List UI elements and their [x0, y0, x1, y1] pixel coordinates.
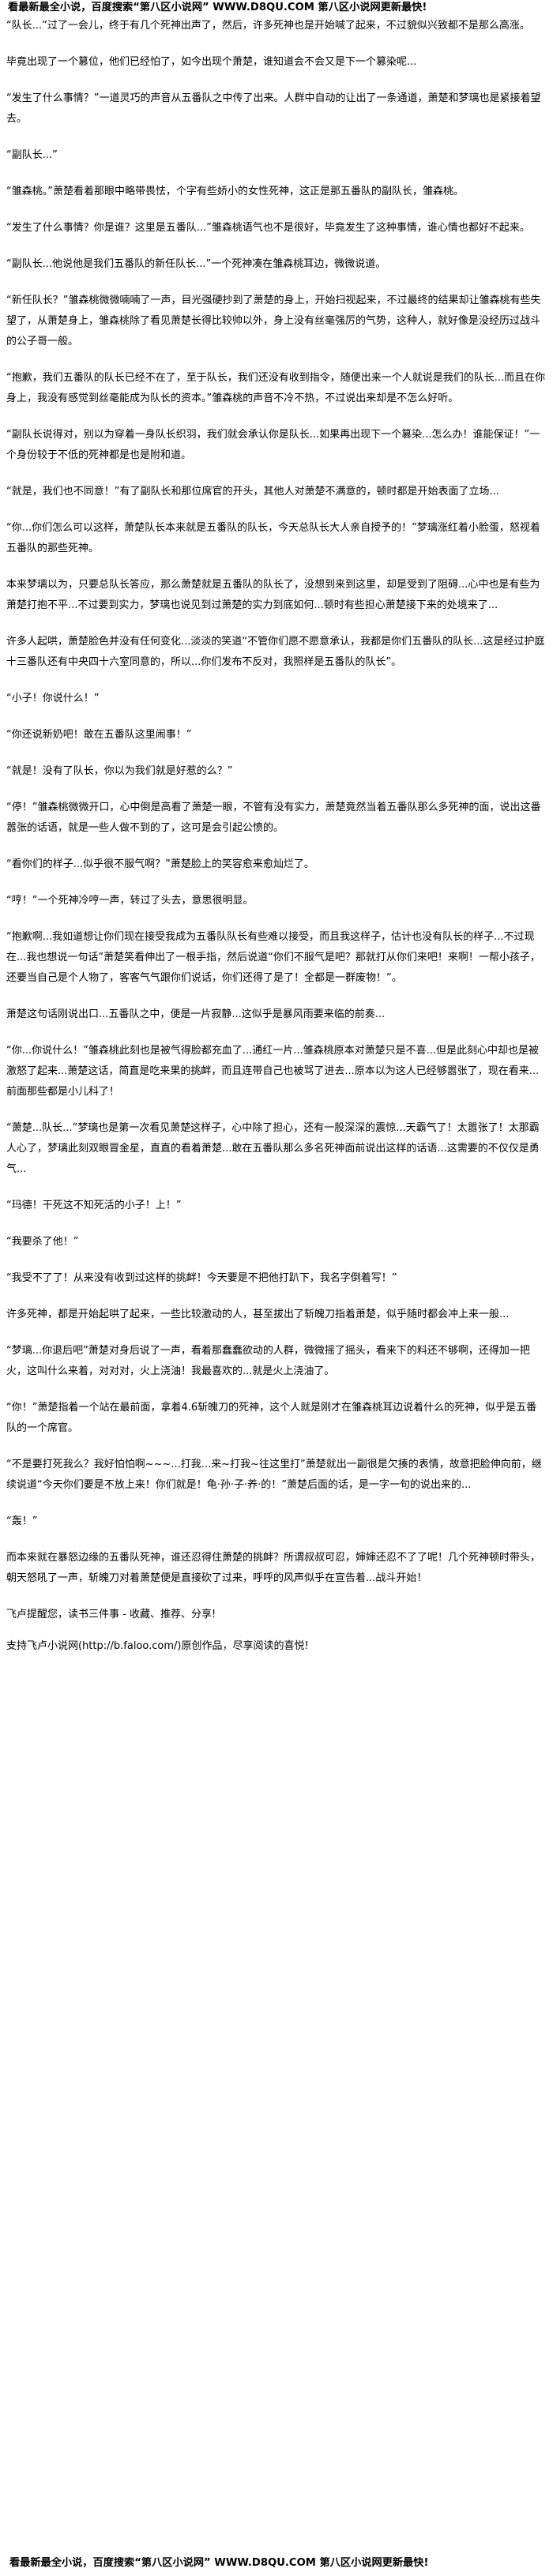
paragraph: “不是要打死我么？我好怕怕啊~~~...打我...来~打我~往这里打”萧楚就出一…: [6, 1459, 542, 1491]
paragraph: “发生了什么事情？”一道灵巧的声音从五番队之中传了出来。人群中自动的让出了一条通…: [6, 92, 541, 125]
paragraph: 许多死神，都是开始起哄了起来，一些比较激动的人，甚至拔出了斩魄刀指着萧楚，似乎随…: [6, 1309, 510, 1320]
paragraph: “我要杀了他！”: [6, 1236, 79, 1248]
chapter-content: “队长...”过了一会儿，终于有几个死神出声了，然后，许多死神也是开始喊了起来，…: [6, 16, 547, 1589]
paragraph: “就是！没有了队长，你以为我们就是好惹的么？”: [6, 765, 233, 777]
paragraph: 萧楚这句话刚说出口...五番队之中，便是一片寂静...这似乎是暴风雨要来临的前奏…: [6, 1008, 386, 1020]
footer-notes: 飞卢提醒您，读书三件事 - 收藏、推荐、分享! 支持飞卢小说网(http://b…: [6, 1605, 547, 1657]
paragraph: “小子！你说什么！”: [6, 693, 100, 704]
paragraph: “副队长...”: [6, 149, 58, 161]
paragraph: 本来梦璃以为，只要总队长答应，那么萧楚就是五番队的队长了，没想到来到这里，却是受…: [6, 579, 540, 611]
paragraph: “萧楚...队长...”梦璃也是第一次看见萧楚这样子，心中除了担心，还有一股深深…: [6, 1122, 540, 1175]
promo-text: 飞卢提醒您，读书三件事 - 收藏、推荐、分享!: [6, 1609, 216, 1620]
paragraph: “抱歉，我们五番队的队长已经不在了，至于队长，我们还没有收到指令，随便出来一个人…: [6, 372, 546, 404]
paragraph: “就是，我们也不同意！”有了副队长和那位席官的开头，其他人对萧楚不满意的，顿时都…: [6, 486, 499, 498]
paragraph: “你还说新奶吧！敢在五番队这里闹事！”: [6, 729, 192, 741]
paragraph: “你...你说什么！”雏森桃此刻也是被气得脸都充血了...通红一片...雏森桃原…: [6, 1045, 540, 1098]
paragraph: “哼！”一个死神冷哼一声，转过了头去，意思很明显。: [6, 895, 254, 907]
paragraph: “玛德！干死这不知死活的小子！上！”: [6, 1200, 182, 1211]
paragraph: “副队长...他说他是我们五番队的新任队长...”一个死神凑在雏森桃耳边，微微说…: [6, 258, 386, 270]
bottom-banner: 看最新最全小说，百度搜索“第八区小说网” WWW.D8QU.COM 第八区小说网…: [9, 2557, 429, 2569]
paragraph: “你！”萧楚指着一个站在最前面，拿着4.6斩魄刀的死神，这个人就是刚才在雏森桃耳…: [6, 1402, 537, 1434]
paragraph: 许多人起哄，萧楚脸色并没有任何变化...淡淡的笑道“不管你们愿不愿意承认，我都是…: [6, 636, 545, 668]
paragraph: “轰！”: [6, 1515, 38, 1527]
paragraph: “新任队长？”雏森桃微微喃喃了一声，目光强硬抄到了萧楚的身上，开始扫视起来，不过…: [6, 295, 541, 347]
paragraph: “你...你们怎么可以这样，萧楚队长本来就是五番队的队长，今天总队长大人亲自授予…: [6, 522, 540, 554]
paragraph: “雏森桃。”萧楚看着那眼中略带畏怯，个字有些娇小的女性死神，这正是那五番队的副队…: [6, 186, 464, 197]
paragraph: 毕竟出现了一个篡位，他们已经怕了，如今出现个萧楚，谁知道会不会又是下一个篡染呢.…: [6, 56, 417, 68]
top-banner: 看最新最全小说，百度搜索“第八区小说网” WWW.D8QU.COM 第八区小说网…: [8, 2, 427, 13]
paragraph: 而本来就在暴怒边缘的五番队死神，谁还忍得住萧楚的挑衅？所谓叔叔可忍，婶婶还忍不了…: [6, 1552, 541, 1584]
paragraph: “梦璃...你退后吧”萧楚对身后说了一声，看着那蠢蠢欲动的人群，微微摇了摇头，看…: [6, 1345, 530, 1377]
paragraph: “看你们的样子...似乎很不服气啊？”萧楚脸上的笑容愈来愈灿烂了。: [6, 858, 314, 870]
paragraph: “停！”雏森桃微微开口，心中倒是高看了萧楚一眼，不管有没有实力，萧楚竟然当着五番…: [6, 802, 541, 834]
paragraph: “我受不了了！从来没有收到过这样的挑衅！今天要是不把他打趴下，我名字倒着写！”: [6, 1272, 397, 1284]
paragraph: “发生了什么事情？你是谁？这里是五番队...”雏森桃语气也不是很好，毕竟发生了这…: [6, 222, 530, 234]
paragraph: “抱歉啊...我如道想让你们现在接受我成为五番队队长有些难以接受，而且我这样子，…: [6, 931, 540, 984]
support-text: 支持飞卢小说网(http://b.faloo.com/)原创作品，尽享阅读的喜悦…: [6, 1640, 309, 1652]
paragraph: “副队长说得对，别以为穿着一身队长织羽，我们就会承认你是队长...如果再出现下一…: [6, 429, 540, 461]
paragraph: “队长...”过了一会儿，终于有几个死神出声了，然后，许多死神也是开始喊了起来，…: [6, 20, 530, 32]
